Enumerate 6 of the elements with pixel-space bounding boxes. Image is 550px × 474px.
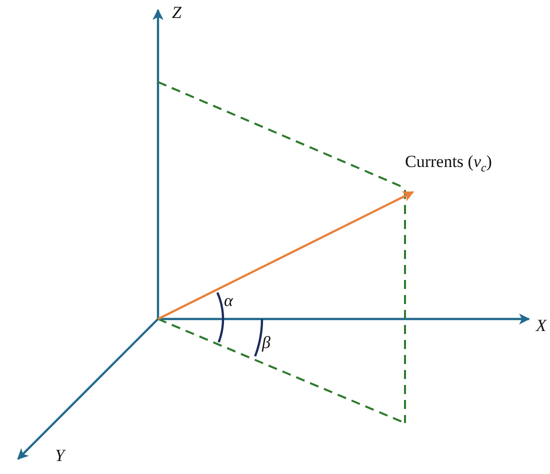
vector-label: Currents (v$_{c}$) bbox=[405, 153, 492, 174]
axis-label: Y bbox=[55, 447, 64, 464]
axis-label: Z bbox=[172, 4, 182, 21]
angle-label: β bbox=[262, 334, 270, 351]
angle-label: α bbox=[224, 292, 233, 309]
axis-label: X bbox=[536, 317, 546, 334]
